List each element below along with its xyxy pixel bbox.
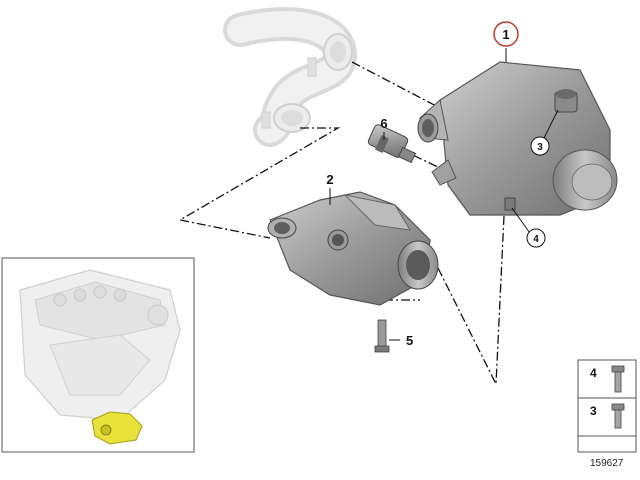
legend-item-4: 4 (590, 365, 625, 393)
svg-text:2: 2 (326, 172, 333, 187)
svg-text:6: 6 (380, 116, 387, 131)
svg-text:4: 4 (590, 366, 597, 380)
svg-text:5: 5 (406, 333, 413, 348)
callout-2[interactable]: 2 (326, 172, 333, 187)
coolant-hose-ghost (223, 7, 358, 147)
svg-text:1: 1 (502, 27, 509, 42)
legend-item-3: 3 (590, 403, 625, 429)
fastener-legend: 4 3 (577, 359, 637, 453)
bolt-icon (611, 403, 625, 429)
callout-5[interactable]: 5 (406, 333, 413, 348)
callout-3[interactable]: 3 (530, 136, 550, 156)
engine-location-inset (1, 257, 195, 453)
engine-highlighted-pump (91, 411, 143, 445)
svg-text:3: 3 (537, 142, 543, 153)
electric-water-pump-part-1[interactable] (417, 61, 618, 216)
svg-text:4: 4 (533, 234, 539, 245)
callout-6[interactable]: 6 (380, 116, 387, 131)
callout-1[interactable]: 1 (493, 21, 519, 47)
sensor-part-6[interactable] (367, 123, 417, 164)
svg-text:3: 3 (590, 404, 597, 418)
bolt-icon (611, 365, 625, 393)
callout-4[interactable]: 4 (526, 228, 546, 248)
diagram-reference-number: 159627 (590, 458, 624, 469)
water-pump-part-2[interactable] (267, 191, 439, 306)
bolt-part-5[interactable] (374, 319, 390, 353)
